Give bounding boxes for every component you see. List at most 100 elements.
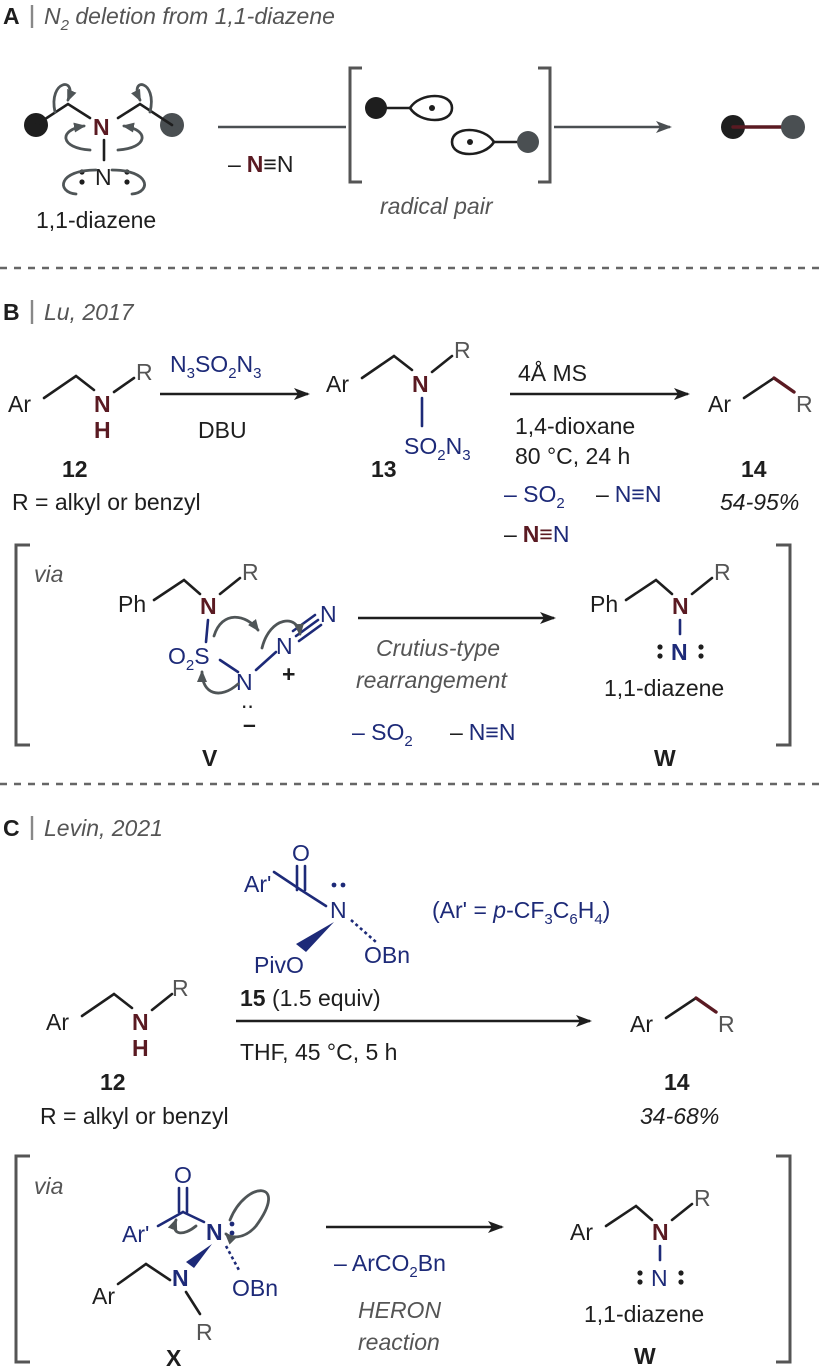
r-definition: R = alkyl or benzyl (12, 489, 201, 515)
svg-text:O: O (292, 840, 310, 866)
diazene-w-b-name: 1,1-diazene (604, 675, 724, 701)
panel-b-intermediate-13: Ar N R SO2N3 13 (326, 337, 471, 482)
svg-text:Ar: Ar (8, 391, 31, 417)
diazene-w-b: Ph N R N 1,1-diazene W (590, 559, 731, 771)
svg-text:N: N (652, 1219, 669, 1245)
diazene-w-c-name: 1,1-diazene (584, 1301, 704, 1327)
curly-arrow-v-2 (260, 619, 304, 650)
panel-b: B Lu, 2017 Ar N R H 12 R = alkyl or benz… (3, 299, 813, 771)
svg-text:R: R (172, 975, 189, 1001)
compound-13-label: 13 (371, 456, 397, 482)
radical-right-orbital (450, 128, 496, 156)
diazene-n-top: N (93, 114, 110, 140)
curly-arrow-v-1 (212, 615, 260, 638)
loss-n2-v: –N≡N (450, 719, 515, 745)
loss-n2-b2: –N≡N (504, 521, 569, 547)
svg-text:N: N (200, 593, 217, 619)
svg-text:R: R (714, 559, 731, 585)
radical-pair-right-bracket (538, 66, 552, 184)
svg-text:N: N (276, 633, 293, 659)
svg-text:R: R (196, 1319, 213, 1345)
panel-c-letter: C (3, 815, 20, 841)
heron-line1: HERON (358, 1297, 441, 1323)
diazene-w-c-label: W (634, 1343, 656, 1368)
diazene-w-c: Ar N R N 1,1-diazene W (570, 1185, 711, 1368)
panel-a-letter: A (3, 3, 20, 29)
panel-b-reactant: Ar N R H 12 R = alkyl or benzyl (8, 359, 201, 515)
panel-c-product-14: Ar R 14 34-68% (630, 996, 735, 1129)
via-c-left-bracket (14, 1154, 30, 1364)
svg-text:..: .. (241, 687, 254, 713)
svg-text:N: N (94, 391, 111, 417)
svg-text:OBn: OBn (232, 1275, 278, 1301)
svg-text:N: N (172, 1265, 189, 1291)
via-b-left-bracket (14, 543, 30, 747)
svg-text:R: R (796, 391, 813, 417)
svg-text:N: N (132, 1009, 149, 1035)
loss-so2-v: – SO2 (352, 719, 413, 750)
compound-14-label-b: 14 (741, 456, 767, 482)
svg-text:Ar': Ar' (244, 871, 271, 897)
svg-text:–: – (243, 711, 256, 737)
reagent-15-amount: 15 (1.5 equiv) (240, 985, 381, 1011)
svg-text:N: N (412, 371, 429, 397)
radical-right-dot (517, 131, 539, 153)
condition-temp-time: 80 °C, 24 h (515, 443, 630, 469)
compound-14-label-c: 14 (664, 1069, 690, 1095)
rearrangement-line2: rearrangement (356, 667, 508, 693)
curly-arrow-left-mid (64, 122, 92, 152)
panel-b-product-14: Ar R 14 54-95% (708, 376, 813, 515)
via-b-label: via (34, 561, 63, 587)
base-dbu: DBU (198, 417, 247, 443)
intermediate-v-label: V (202, 745, 218, 771)
svg-text:R: R (718, 1011, 735, 1037)
svg-text:H: H (132, 1035, 149, 1061)
condition-solvent: 1,4-dioxane (515, 413, 635, 439)
radical-pair-label: radical pair (380, 193, 494, 219)
diazene-n-bottom: N (95, 164, 112, 190)
diazene-reactant: N N 1,1-diazene (24, 83, 184, 233)
svg-text:N: N (651, 1265, 668, 1291)
reagent-sulfuryl-azide: N3SO2N3 (170, 351, 262, 382)
svg-text:Ar: Ar (630, 1011, 653, 1037)
intermediate-x-label: X (166, 1345, 182, 1368)
curly-arrow-right-bottom (110, 168, 146, 196)
panel-c-title: Levin, 2021 (44, 815, 163, 841)
svg-text:Ar: Ar (326, 371, 349, 397)
svg-text:N: N (330, 897, 347, 923)
curly-arrow-x-2 (167, 1218, 198, 1235)
svg-text:R: R (694, 1185, 711, 1211)
rearrangement-line1: Crutius-type (376, 635, 500, 661)
ar-prime-definition: (Ar' = p-CF3C6H4) (432, 897, 610, 928)
svg-text:N: N (671, 639, 688, 665)
compound-12-label: 12 (62, 456, 88, 482)
heron-line2: reaction (358, 1329, 440, 1355)
via-c-label: via (34, 1173, 63, 1199)
loss-benzyl-ester: – ArCO2Bn (334, 1250, 446, 1281)
svg-text:N: N (672, 593, 689, 619)
condition-ms: 4Å MS (518, 359, 587, 386)
svg-text:Ar: Ar (708, 391, 731, 417)
svg-text:Ph: Ph (118, 591, 146, 617)
svg-text:R: R (136, 359, 153, 385)
svg-text:R: R (454, 337, 471, 363)
svg-text:N: N (236, 669, 253, 695)
via-b-right-bracket (776, 543, 792, 747)
svg-text:Ph: Ph (590, 591, 618, 617)
svg-text:R: R (242, 559, 259, 585)
svg-text:Ar: Ar (92, 1283, 115, 1309)
curly-arrow-right-top (131, 83, 153, 114)
panel-b-title: Lu, 2017 (44, 299, 135, 325)
svg-text:OBn: OBn (364, 942, 410, 968)
svg-text:Ar: Ar (570, 1219, 593, 1245)
via-c-right-bracket (776, 1154, 792, 1364)
loss-so2-b: – SO2 (504, 481, 565, 512)
panel-a-title: N2 deletion from 1,1-diazene (44, 3, 335, 34)
diazene-w-b-label: W (654, 745, 676, 771)
conditions-c: THF, 45 °C, 5 h (240, 1039, 397, 1065)
reagent-15: O Ar' N PivO OBn (Ar' = p-CF3C6H4) 15 (1… (240, 840, 610, 1011)
curly-arrow-right-mid (116, 122, 144, 152)
svg-text:O: O (174, 1162, 192, 1188)
svg-text:Ar': Ar' (122, 1221, 149, 1247)
r-definition-c: R = alkyl or benzyl (40, 1103, 229, 1129)
